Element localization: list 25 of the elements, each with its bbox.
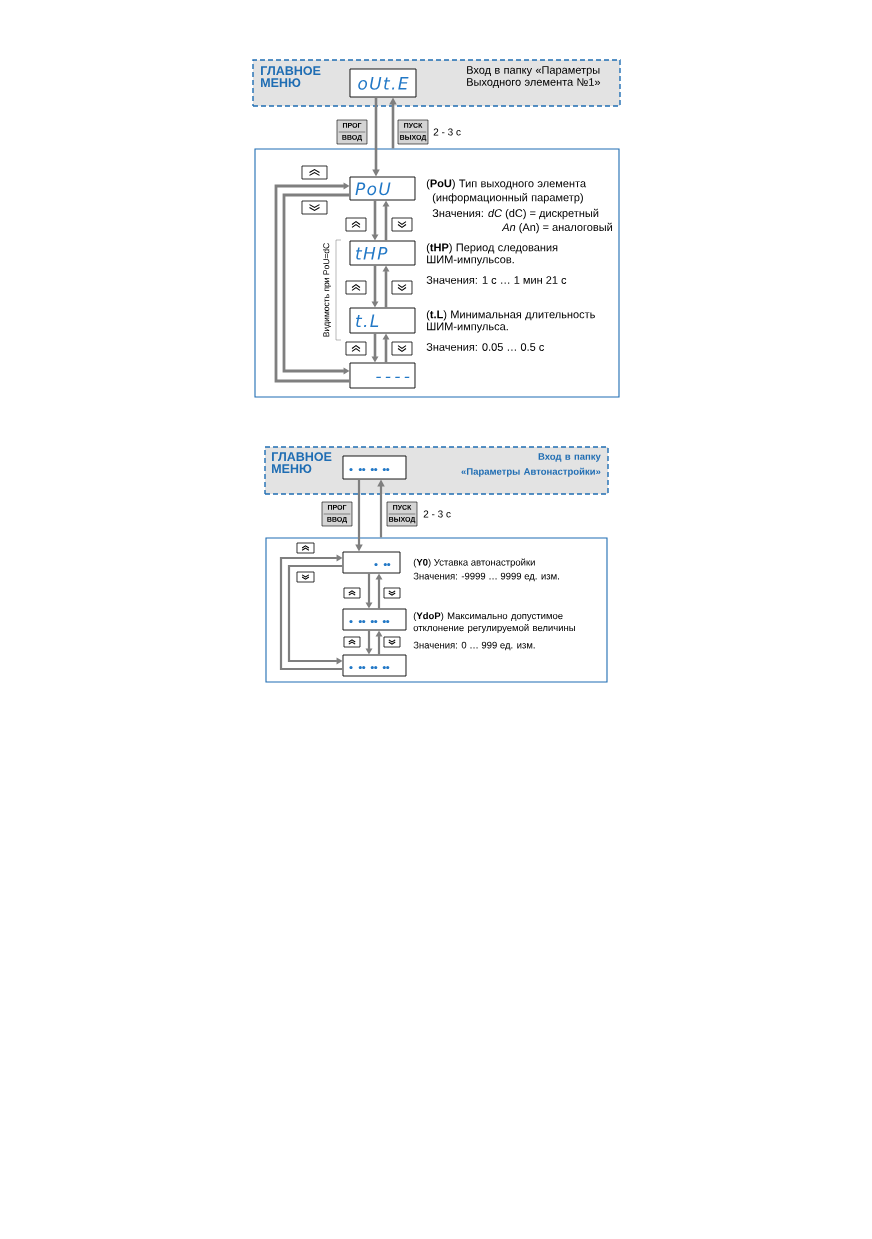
arrow [279, 554, 343, 671]
parameter-description: Значения: 0.05 … 0.5 с [426, 343, 544, 351]
visibility-note: Видимость при PoU=dC [323, 243, 331, 337]
folder-caption: Вход в папку «Параметры Выходного элемента №1» [467, 66, 601, 88]
display: oUt.E [349, 68, 417, 98]
parameter-description: (YdoP) Максимально допустимое отклонение регулируемой величины [413, 612, 575, 634]
display: t.L [349, 307, 416, 334]
parameter-description: Значения: 0 … 999 ед. изм. [413, 641, 535, 651]
menu-title: ГЛАВНОЕ МЕНЮ [272, 452, 332, 474]
parameter-description: (Y0) Уставка автонастройки [413, 558, 535, 568]
parameter-description: (t.L) Минимальная длительность ШИМ-импульса. [426, 310, 595, 333]
hold-time-label: 2 - 3 с [423, 510, 451, 518]
parameter-description: An (An) = аналоговый [501, 222, 612, 234]
display: - - - - [349, 362, 416, 389]
display: PoU [349, 176, 416, 201]
display: tHP [349, 240, 416, 266]
folder-caption: Вход в папку «Параметры Автонастройки» [461, 453, 601, 477]
parameter-description: Значения: 1 с … 1 мин 21 с [426, 276, 567, 284]
parameter-description: Значения: -9999 … 9999 ед. изм. [413, 572, 559, 582]
hold-time-label: 2 - 3 с [433, 128, 461, 136]
parameter-description: (PoU) Тип выходного элемента (информационный параметр) [426, 179, 587, 204]
parameter-description: Значения: dC (dC) = дискретный [432, 208, 599, 220]
menu-title: ГЛАВНОЕ МЕНЮ [261, 66, 321, 88]
arrow [274, 182, 350, 383]
parameter-description: (tHP) Период следования ШИМ-импульсов. [426, 243, 558, 266]
